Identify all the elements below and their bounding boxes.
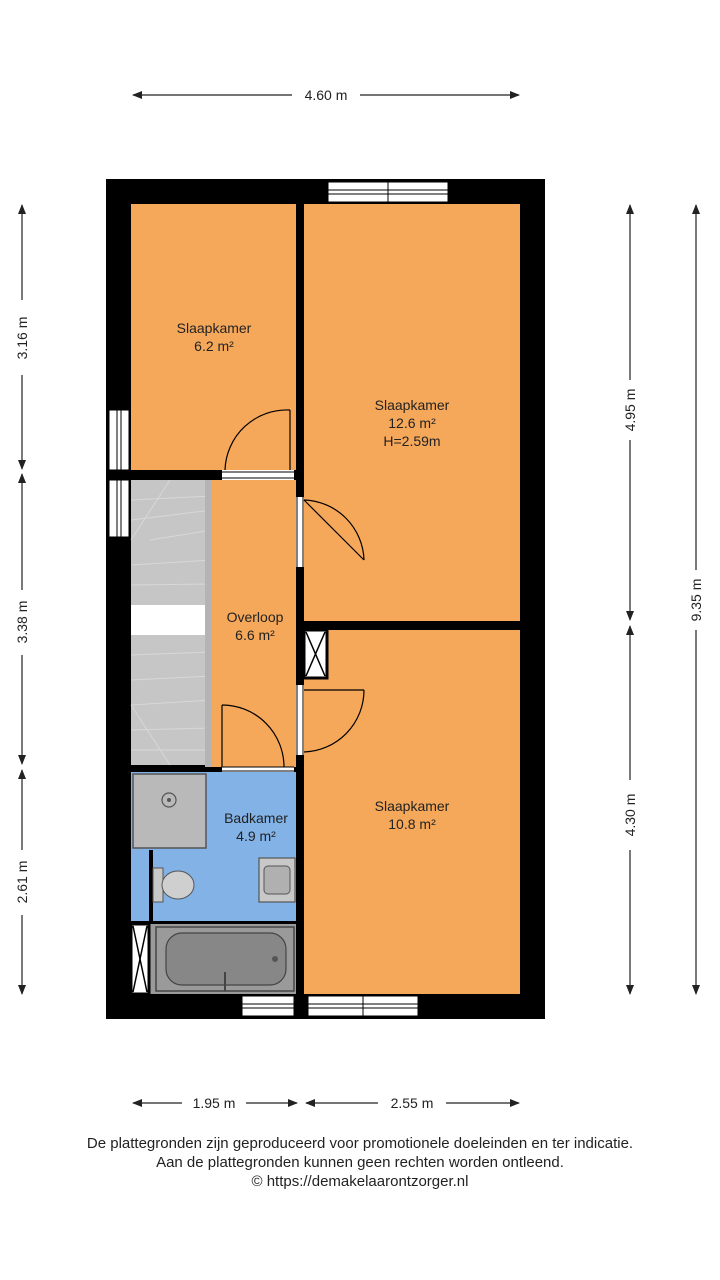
room-height-bedroom-large: H=2.59m (383, 433, 440, 449)
landing-floor (212, 480, 296, 767)
disclaimer-line-2: Aan de plattegronden kunnen geen rechten… (156, 1154, 564, 1171)
room-name-bathroom: Badkamer (224, 810, 288, 826)
dim-right-total: 9.35 m (688, 579, 704, 622)
room-area-landing: 6.6 m² (235, 627, 275, 643)
bathtub (155, 926, 295, 992)
dim-top-width: 4.60 m (305, 87, 348, 103)
shower (132, 773, 207, 849)
dim-right-lower: 4.30 m (622, 794, 638, 837)
room-name-bedroom-large: Slaapkamer (375, 397, 450, 413)
bathroom-shaft (129, 922, 151, 996)
disclaimer-line-3: © https://demakelaarontzorger.nl (251, 1173, 469, 1190)
room-area-bedroom-bottom: 10.8 m² (388, 816, 436, 832)
floor-plan: Slaapkamer 6.2 m² Slaapkamer 12.6 m² H=2… (14, 87, 704, 1111)
bedroom-large-floor (304, 204, 520, 621)
disclaimer-line-1: De plattegronden zijn geproduceerd voor … (86, 1135, 634, 1152)
room-area-bathroom: 4.9 m² (236, 828, 276, 844)
door-openings (222, 470, 304, 772)
windows (108, 181, 449, 1017)
interior-walls (131, 179, 520, 1019)
room-name-bedroom-bottom: Slaapkamer (375, 798, 450, 814)
dim-left-top: 3.16 m (14, 317, 30, 360)
staircase (130, 479, 213, 767)
door-swings (221, 409, 365, 768)
toilet (152, 867, 195, 903)
room-area-bedroom-small: 6.2 m² (194, 338, 234, 354)
disclaimer: De plattegronden zijn geproduceerd voor … (0, 1134, 720, 1191)
dim-bottom-left: 1.95 m (193, 1095, 236, 1111)
sink (258, 857, 296, 903)
room-area-bedroom-large: 12.6 m² (388, 415, 436, 431)
dimension-lines (18, 91, 700, 1107)
dim-bottom-right: 2.55 m (391, 1095, 434, 1111)
bedroom-bottom-floor (304, 630, 520, 994)
room-name-bedroom-small: Slaapkamer (177, 320, 252, 336)
dim-right-upper: 4.95 m (622, 389, 638, 432)
shaft (302, 628, 329, 680)
room-name-landing: Overloop (227, 609, 284, 625)
bedroom-small-floor (131, 204, 296, 470)
dim-left-bottom: 2.61 m (14, 861, 30, 904)
dim-left-middle: 3.38 m (14, 601, 30, 644)
